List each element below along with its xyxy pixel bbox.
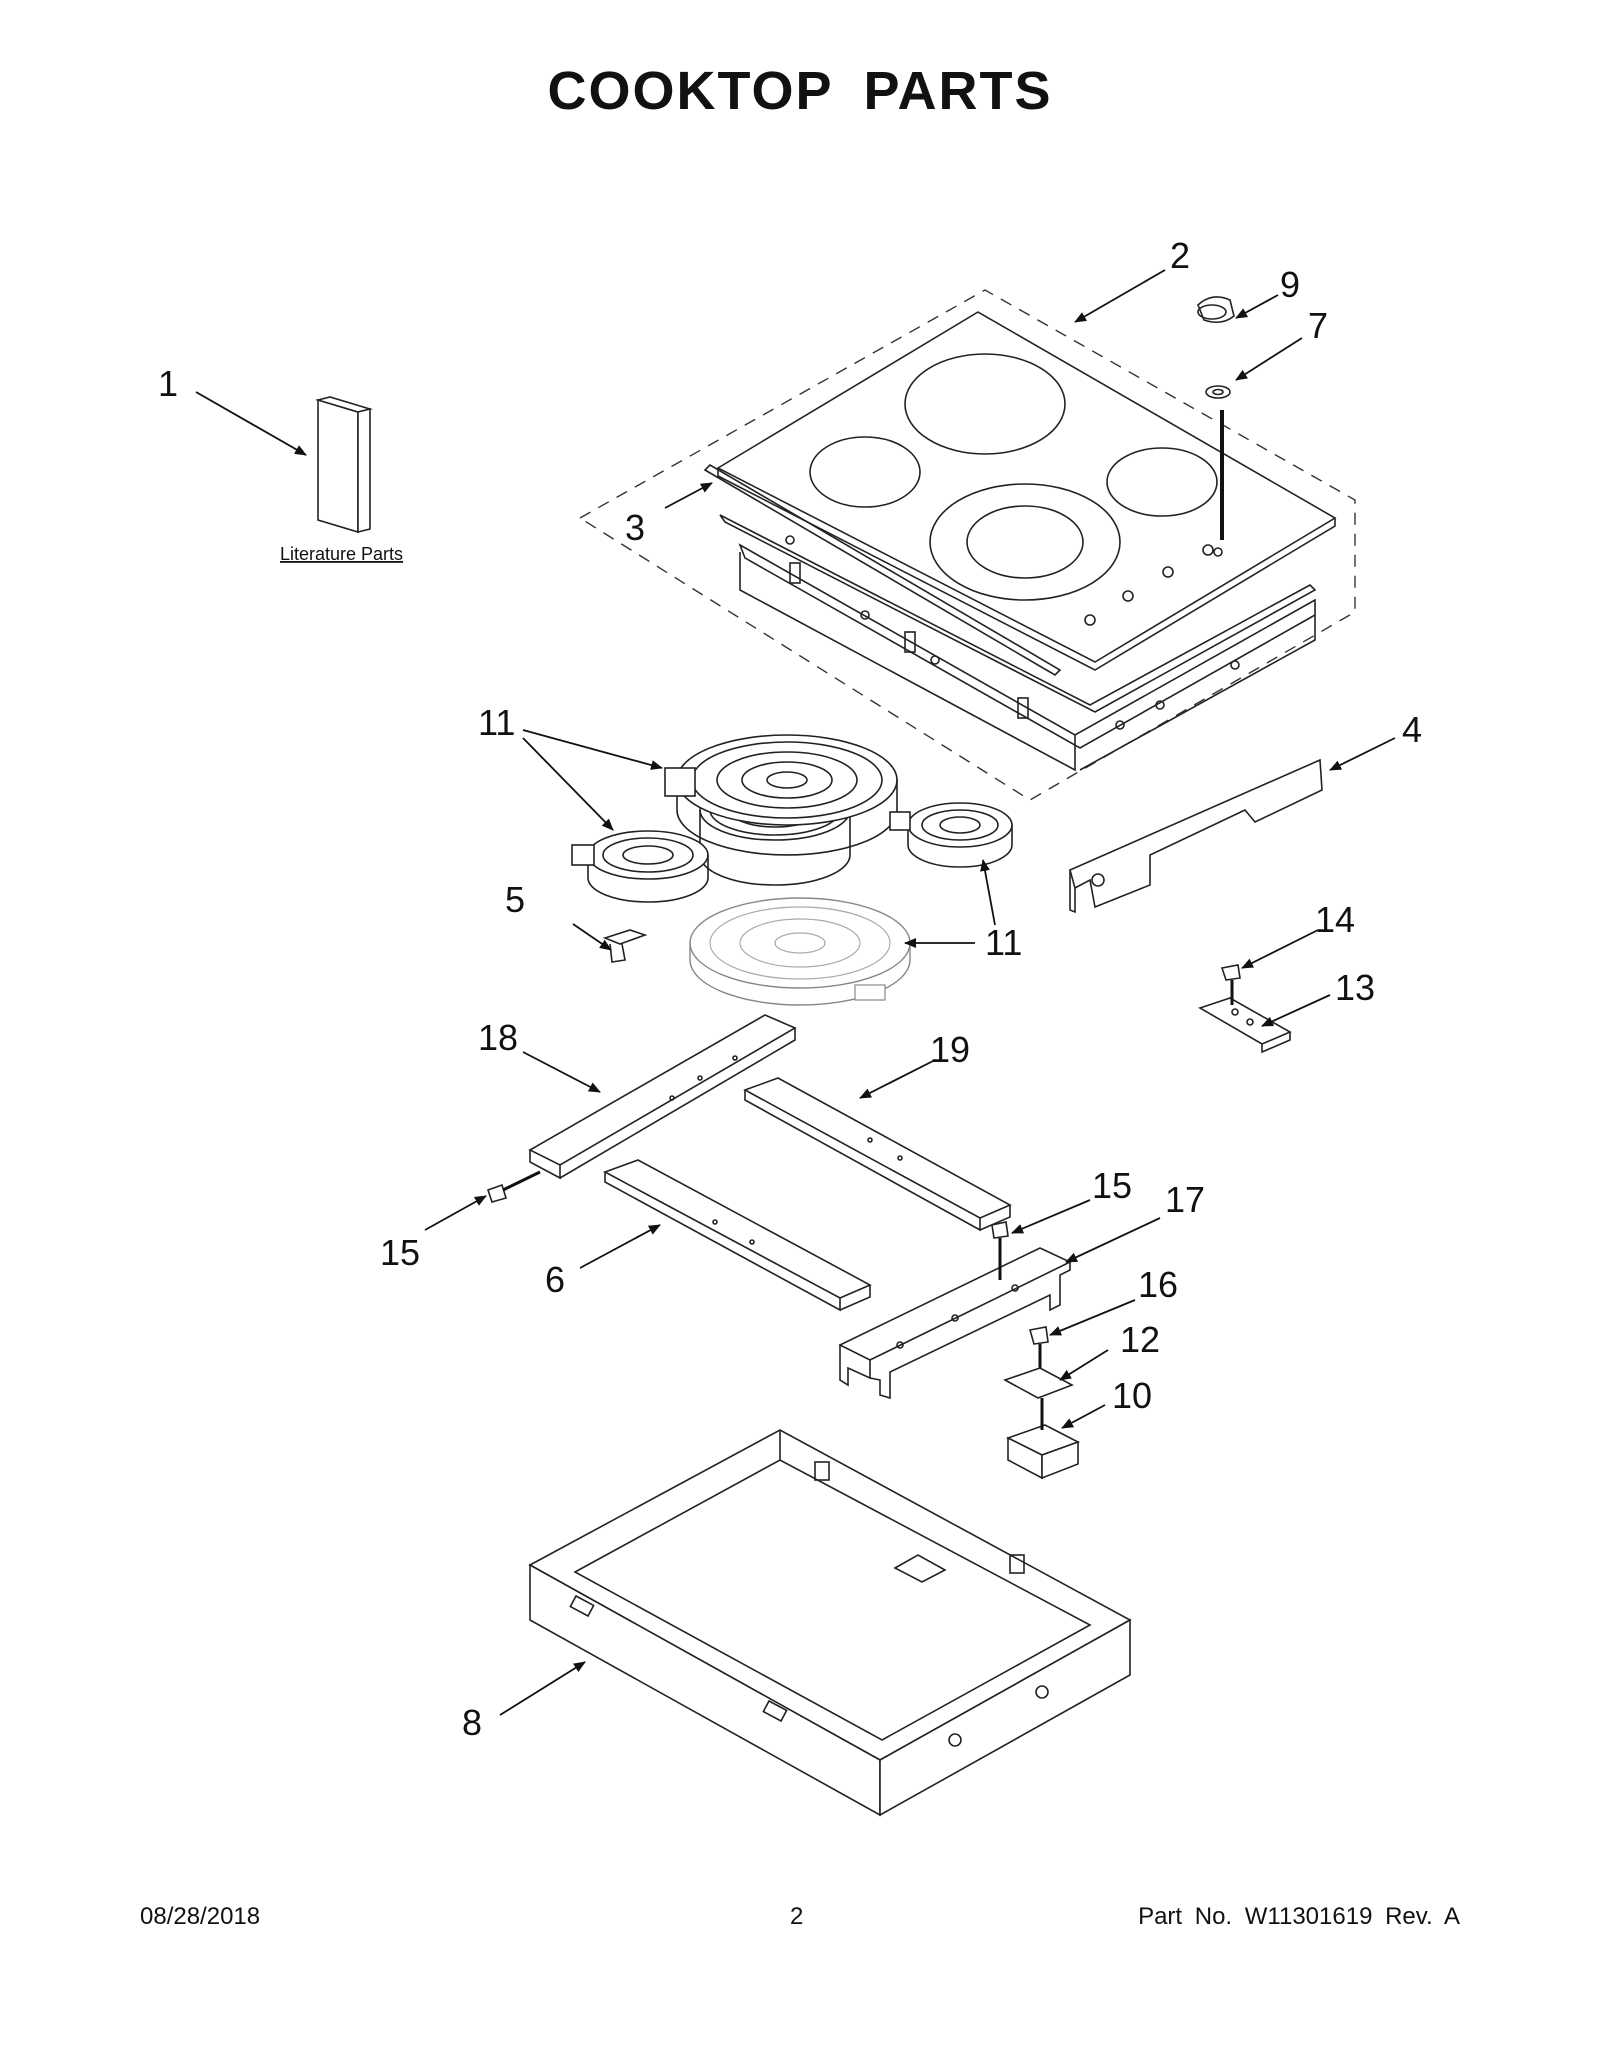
glass-cooktop (716, 311, 1337, 671)
callout-6: 6 (545, 1259, 565, 1300)
literature-parts-label: Literature Parts (280, 544, 403, 564)
leader-arrows (195, 269, 1396, 1716)
rear-bracket (1069, 758, 1323, 914)
limiter-switch (602, 929, 648, 963)
knob-seal (1205, 385, 1231, 399)
callout-9: 9 (1280, 264, 1300, 305)
footer-date: 08/28/2018 (140, 1903, 261, 1930)
burner-box (528, 1429, 1132, 1817)
cooktop-assembly-outline (578, 289, 1356, 801)
callout-3: 3 (625, 507, 645, 548)
callout-17: 17 (1165, 1179, 1205, 1220)
control-screw (991, 1221, 1009, 1280)
callout-10: 10 (1112, 1375, 1152, 1416)
radiant-element-small-left (571, 830, 709, 903)
callout-5: 5 (505, 879, 525, 920)
radiant-element-front-large (664, 734, 898, 856)
callout-4: 4 (1402, 709, 1422, 750)
switch-plate (1003, 1367, 1074, 1399)
callout-11-right: 11 (985, 922, 1022, 963)
page-title: COOKTOP PARTS (547, 61, 1053, 121)
callout-2: 2 (1170, 235, 1190, 276)
callout-14: 14 (1315, 899, 1355, 940)
callout-8: 8 (462, 1702, 482, 1743)
footer-part-number: Part No. W11301619 Rev. A (1138, 1903, 1460, 1930)
callout-1: 1 (158, 363, 178, 404)
callout-12: 12 (1120, 1319, 1160, 1360)
callout-11-left: 11 (478, 702, 515, 743)
callout-19: 19 (930, 1029, 970, 1070)
front-channel (528, 1014, 797, 1180)
callout-7: 7 (1308, 305, 1328, 346)
literature-booklet: Literature Parts (280, 396, 403, 564)
callout-18: 18 (478, 1017, 518, 1058)
callout-15-left: 15 (380, 1232, 420, 1273)
callout-13: 13 (1335, 967, 1375, 1008)
center-channel (603, 1159, 872, 1312)
callout-16: 16 (1138, 1264, 1178, 1305)
infinite-switch (1005, 1398, 1080, 1480)
cooktop-frame (703, 463, 1317, 772)
bracket-screw (1220, 964, 1241, 1005)
footer-page-number: 2 (790, 1903, 804, 1930)
radiant-element-small-right (889, 802, 1013, 868)
rear-channel (743, 1077, 1012, 1232)
control-knob (1197, 296, 1235, 324)
callout-15-right: 15 (1092, 1165, 1132, 1206)
radiant-element-ghost (689, 897, 911, 1006)
mounting-bracket (1198, 997, 1292, 1054)
channel-screw-left (486, 1170, 541, 1203)
